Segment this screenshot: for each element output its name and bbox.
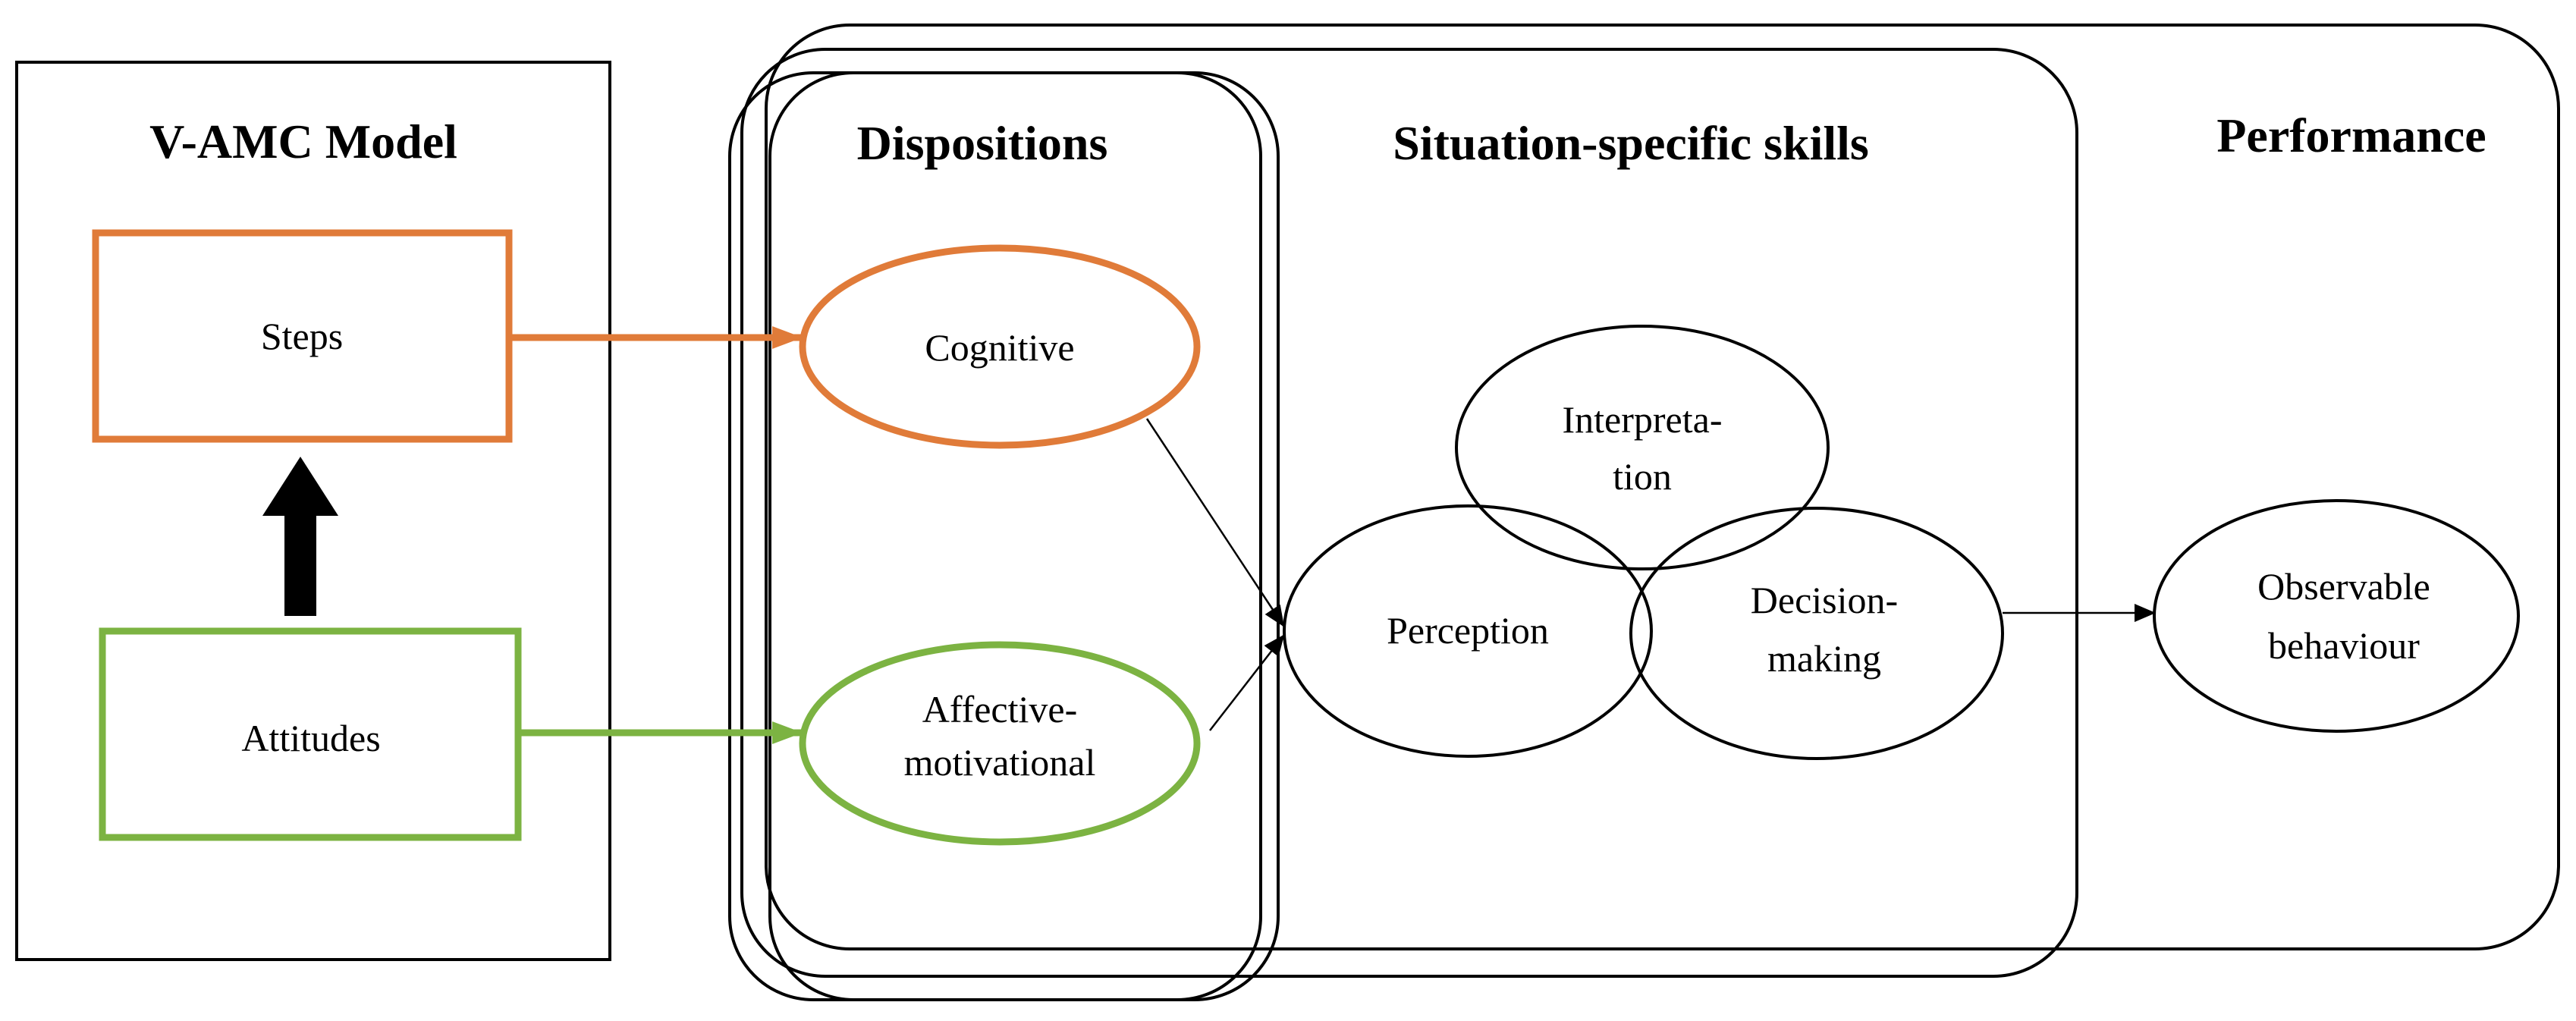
dispositions-frame: [768, 71, 1280, 1001]
cognitive-ellipse: [799, 244, 1201, 449]
affective-to-perception-arrow: [1209, 634, 1285, 731]
affective-motivational-label-line1: Affective-: [922, 688, 1078, 730]
group-frames: [728, 24, 2560, 1001]
v-amc-model-panel: V-AMC Model Steps Attitudes: [15, 61, 611, 961]
cognitive-to-perception-arrow: [1145, 418, 1285, 627]
observable-behaviour-label-line1: Observable: [2257, 565, 2430, 608]
v-amc-model-frame: [15, 61, 611, 961]
cognitive-label: Cognitive: [925, 326, 1074, 369]
decision-making-label-line2: making: [1767, 637, 1881, 680]
performance-heading: Performance: [2216, 108, 2486, 162]
perception-ellipse: [1283, 504, 1653, 758]
affective-motivational-ellipse: [799, 641, 1201, 846]
observable-behaviour-label-line2: behaviour: [2268, 624, 2420, 667]
perception-label: Perception: [1387, 609, 1549, 652]
performance-frame: [765, 24, 2560, 950]
steps-label: Steps: [261, 315, 343, 357]
attitudes-to-steps-arrow: [262, 457, 338, 616]
attitudes-label: Attitudes: [241, 717, 380, 759]
outer-left-frame: [728, 71, 1262, 1001]
situation-specific-skills-heading: Situation-specific skills: [1393, 116, 1869, 170]
dispositions-heading: Dispositions: [857, 116, 1108, 170]
interpretation-label-line2: tion: [1613, 455, 1672, 498]
v-amc-model-title: V-AMC Model: [149, 115, 457, 168]
interpretation-label-line1: Interpreta-: [1563, 398, 1723, 441]
decision-making-ellipse: [1629, 507, 2004, 760]
observable-behaviour-ellipse: [2153, 499, 2520, 733]
interpretation-ellipse: [1455, 325, 1830, 570]
decision-making-label-line1: Decision-: [1751, 579, 1898, 621]
steps-box: [92, 229, 513, 443]
situation-specific-skills-frame: [740, 48, 2078, 978]
attitudes-box: [99, 627, 522, 841]
affective-motivational-label-line2: motivational: [904, 741, 1096, 784]
